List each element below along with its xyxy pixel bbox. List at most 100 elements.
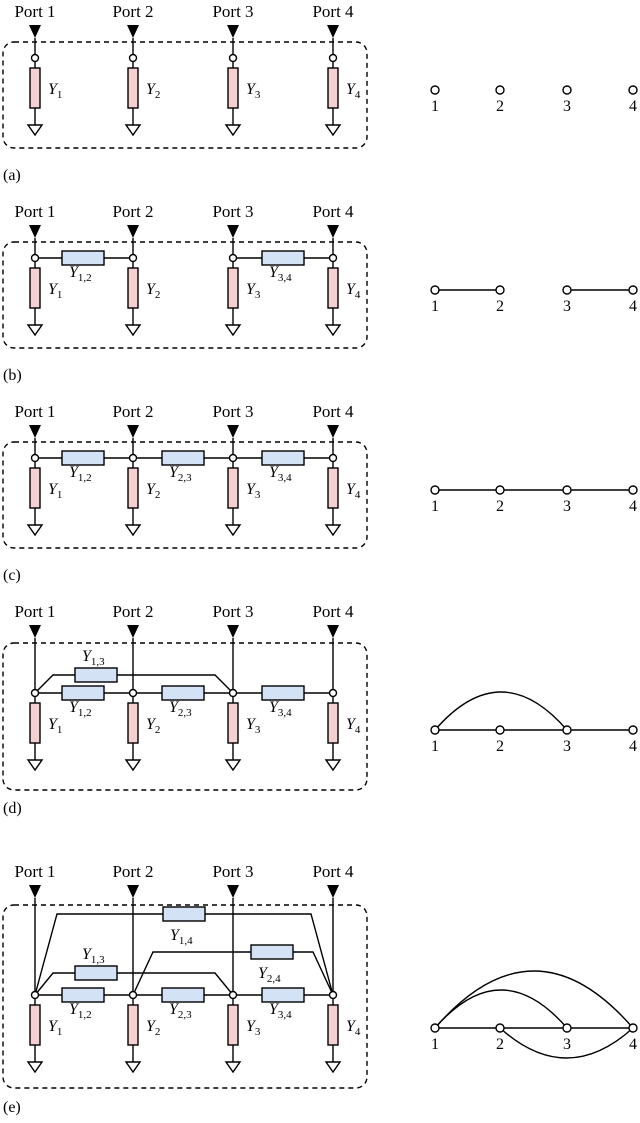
shunt-label-2: Y2	[146, 1018, 160, 1038]
shunt-admittance-2	[127, 702, 139, 744]
shunt-label-2: Y2	[146, 716, 160, 736]
ground-icon	[324, 124, 342, 137]
junction-node	[30, 53, 40, 63]
port-label-4: Port 4	[312, 402, 354, 421]
ground-icon	[324, 759, 342, 772]
graph-edge-1-4	[434, 970, 634, 1029]
graph-node-label-4: 4	[629, 98, 637, 115]
graph-node-3	[562, 725, 572, 735]
shunt-label-4: Y4	[346, 1018, 361, 1038]
series-label-3-4: Y3,4	[269, 464, 292, 484]
series-3-4-admittance	[261, 450, 305, 466]
junction-node	[328, 253, 338, 263]
port-label-1: Port 1	[14, 602, 55, 621]
graph-node-label-2: 2	[496, 738, 504, 755]
port-terminal-icon	[227, 425, 239, 438]
series-1-2-admittance	[61, 987, 105, 1003]
series-label-2-3: Y2,3	[169, 699, 192, 719]
port-terminal-icon	[29, 885, 41, 898]
series-2-3-admittance	[161, 685, 205, 701]
ground-icon	[124, 324, 142, 337]
junction-node	[328, 53, 338, 63]
graph-node-1	[430, 285, 440, 295]
shunt-label-3: Y3	[246, 281, 261, 301]
series-label-3-4: Y3,4	[269, 1001, 292, 1021]
graph-node-label-2: 2	[496, 98, 504, 115]
ground-icon	[124, 524, 142, 537]
link-1-3	[34, 674, 234, 694]
junction-node	[228, 253, 238, 263]
junction-node	[228, 688, 238, 698]
series-2-3-admittance	[161, 450, 205, 466]
ground-icon	[26, 324, 44, 337]
series-1-2-admittance	[61, 250, 105, 266]
port-label-1: Port 1	[14, 202, 55, 221]
junction-node	[128, 453, 138, 463]
port-terminal-icon	[227, 225, 239, 238]
network-boundary	[2, 904, 368, 1089]
graph-node-2	[495, 485, 505, 495]
series-label-2-4: Y2,4	[258, 965, 281, 985]
junction-node	[128, 990, 138, 1000]
shunt-label-1: Y1	[48, 81, 62, 101]
port-label-4: Port 4	[312, 602, 354, 621]
ground-icon	[124, 759, 142, 772]
shunt-admittance-4	[327, 467, 339, 509]
graph-node-label-2: 2	[496, 498, 504, 515]
shunt-admittance-4	[327, 267, 339, 309]
junction-node	[30, 688, 40, 698]
shunt-admittance-3	[227, 467, 239, 509]
graph-node-label-3: 3	[563, 1036, 571, 1053]
port-label-1: Port 1	[14, 862, 55, 881]
graph-node-1	[430, 485, 440, 495]
shunt-admittance-2	[127, 267, 139, 309]
series-3-4-admittance	[261, 987, 305, 1003]
junction-node	[328, 688, 338, 698]
graph-node-label-1: 1	[431, 738, 439, 755]
port-terminal-icon	[127, 225, 139, 238]
graph-node-label-4: 4	[629, 738, 637, 755]
graph-node-label-3: 3	[563, 738, 571, 755]
panel-caption: (b)	[3, 367, 22, 384]
graph-node-3	[562, 85, 572, 95]
port-label-4: Port 4	[312, 2, 354, 21]
series-2-4-admittance	[250, 944, 294, 960]
series-1-3-admittance	[74, 965, 118, 981]
series-label-3-4: Y3,4	[269, 264, 292, 284]
junction-node	[128, 53, 138, 63]
graph-node-label-1: 1	[431, 1036, 439, 1053]
graph-node-2	[495, 85, 505, 95]
port-label-2: Port 2	[112, 862, 153, 881]
shunt-admittance-3	[227, 267, 239, 309]
graph-node-4	[628, 285, 638, 295]
shunt-label-2: Y2	[146, 81, 160, 101]
panel-caption: (c)	[3, 567, 21, 584]
port-terminal-icon	[29, 225, 41, 238]
shunt-admittance-1	[29, 67, 41, 109]
network-boundary	[2, 642, 368, 791]
junction-node	[228, 53, 238, 63]
ground-icon	[124, 124, 142, 137]
ground-icon	[324, 324, 342, 337]
shunt-admittance-4	[327, 1004, 339, 1046]
shunt-label-4: Y4	[346, 716, 361, 736]
shunt-admittance-2	[127, 1004, 139, 1046]
graph-node-label-1: 1	[431, 298, 439, 315]
ground-icon	[324, 524, 342, 537]
graph-node-2	[495, 1023, 505, 1033]
graph-edge-2-4	[499, 1027, 634, 1059]
junction-node	[30, 453, 40, 463]
shunt-admittance-3	[227, 67, 239, 109]
series-label-3-4: Y3,4	[269, 699, 292, 719]
ground-icon	[124, 1061, 142, 1074]
series-3-4-admittance	[261, 250, 305, 266]
panel-caption: (e)	[3, 1099, 21, 1116]
shunt-label-3: Y3	[246, 1018, 261, 1038]
network-boundary	[2, 441, 368, 549]
graph-edge-1-3	[434, 691, 568, 731]
panel-caption: (d)	[3, 800, 22, 817]
graph-node-1	[430, 725, 440, 735]
